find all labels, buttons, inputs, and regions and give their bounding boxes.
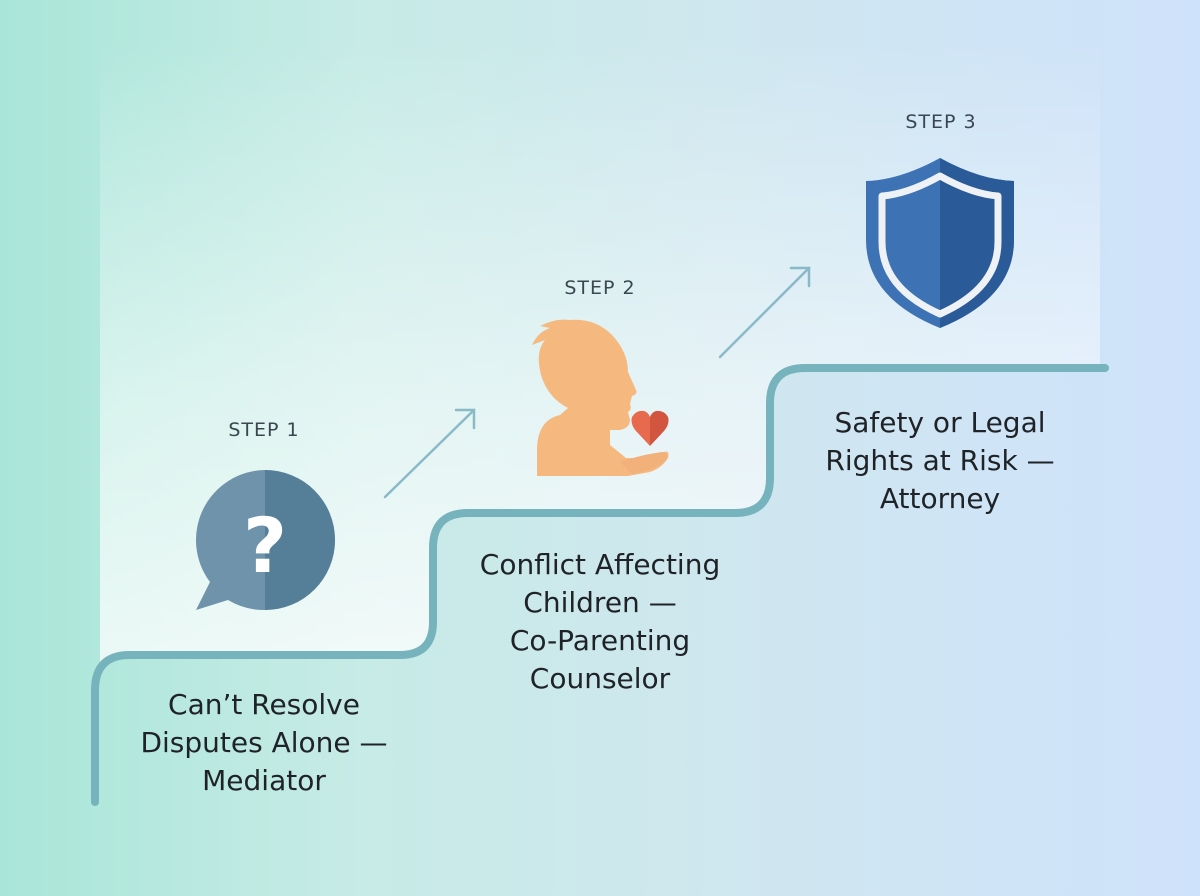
question-bubble-icon: ?	[195, 470, 335, 611]
step-2-line-3: Co-Parenting	[509, 624, 691, 657]
child-heart-icon	[532, 319, 669, 476]
step-3-label: STEP 3	[905, 111, 977, 133]
step-2-line-4: Counselor	[529, 662, 671, 695]
step-1-line-1: Can’t Resolve	[168, 688, 360, 721]
step-1-line-2: Disputes Alone —	[140, 726, 388, 759]
step-3-line-3: Attorney	[879, 482, 1001, 515]
step-2-line-2: Children —	[523, 586, 677, 619]
stair-line	[91, 364, 1109, 806]
step-1-line-3: Mediator	[202, 764, 326, 797]
step-3-line-2: Rights at Risk —	[825, 444, 1055, 477]
step-2-line-1: Conflict Affecting	[479, 548, 721, 581]
step-1-description: Can’t Resolve Disputes Alone — Mediator	[114, 686, 414, 800]
step-2-description: Conflict Affecting Children — Co-Parenti…	[440, 546, 760, 698]
step-2-label: STEP 2	[564, 277, 636, 299]
arrow-up-right-icon	[383, 408, 476, 499]
arrow-up-right-icon	[718, 266, 811, 359]
step-1-label: STEP 1	[228, 419, 300, 441]
step-3-line-1: Safety or Legal	[834, 406, 1046, 439]
shield-icon	[866, 158, 1014, 328]
svg-text:?: ?	[243, 501, 287, 590]
step-3-description: Safety or Legal Rights at Risk — Attorne…	[790, 404, 1090, 518]
